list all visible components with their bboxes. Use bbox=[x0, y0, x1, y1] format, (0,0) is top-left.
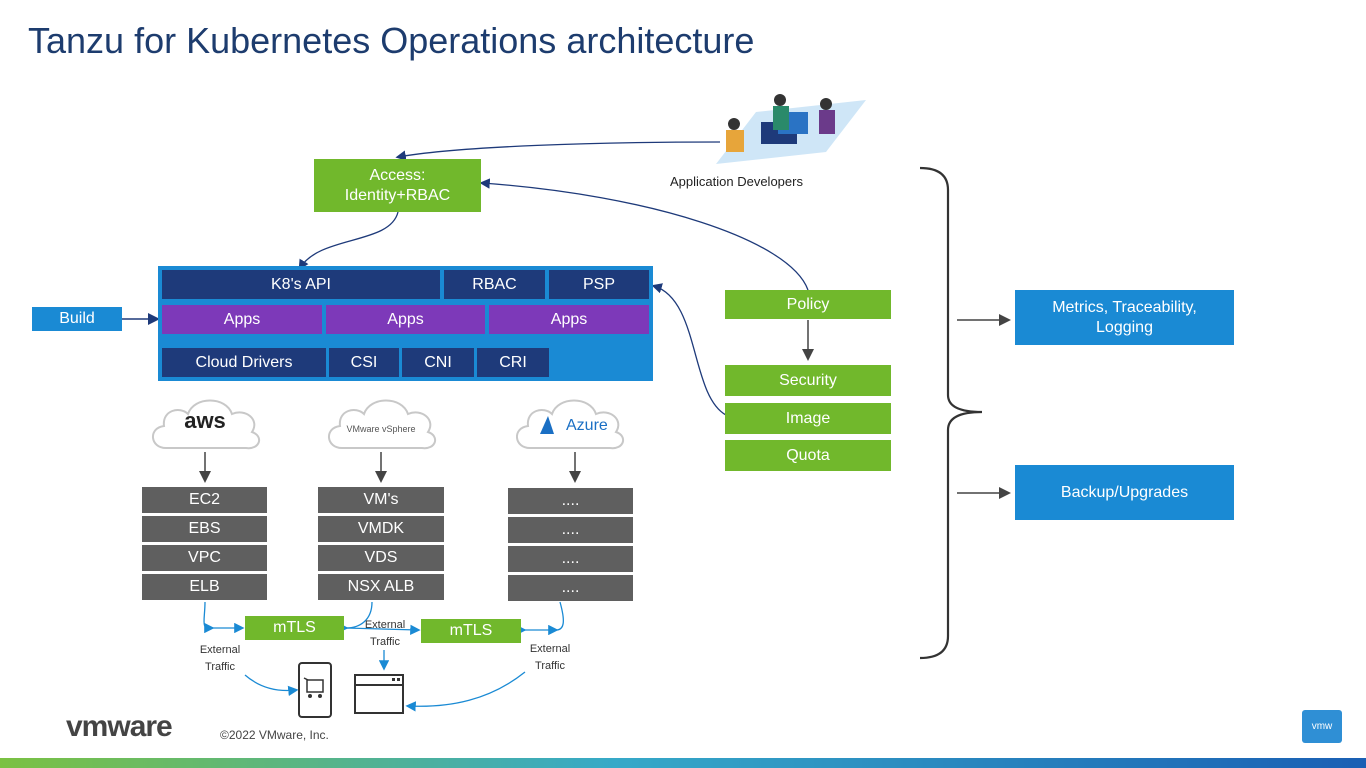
policy-to-access-arrow bbox=[479, 178, 809, 291]
access-line2: Identity+RBAC bbox=[344, 186, 451, 204]
aws-cloud-shape bbox=[152, 399, 261, 450]
apps-box-2: Apps bbox=[326, 305, 485, 334]
azure-resource-1: .... bbox=[508, 488, 633, 514]
access-to-k8s-arrow bbox=[298, 211, 399, 271]
image-to-psp-arrow bbox=[651, 283, 727, 416]
external-traffic-label-left: External Traffic bbox=[199, 644, 241, 673]
aws-logo-text: aws bbox=[184, 408, 226, 433]
access-line1: Access: bbox=[369, 166, 426, 184]
external-traffic-label-right: External Traffic bbox=[529, 643, 571, 672]
aws-vpc: VPC bbox=[142, 545, 267, 571]
policy-box: Policy bbox=[725, 290, 891, 319]
azure-resource-2: .... bbox=[508, 517, 633, 543]
right-brace bbox=[919, 166, 983, 660]
vsphere-nsx-alb: NSX ALB bbox=[318, 574, 444, 600]
azure-cloud: Azure bbox=[510, 392, 628, 454]
k8s-api-box: K8's API bbox=[162, 270, 440, 299]
psp-box: PSP bbox=[549, 270, 649, 299]
apps-box-3: Apps bbox=[489, 305, 649, 334]
cri-box: CRI bbox=[477, 348, 549, 377]
azure-logo-icon bbox=[540, 416, 554, 434]
vsphere-cloud: VMware vSphere bbox=[322, 392, 440, 454]
developers-illustration bbox=[716, 82, 866, 168]
metrics-traceability-logging-box: Metrics, Traceability, Logging bbox=[1015, 290, 1234, 345]
vsphere-cloud-shape bbox=[328, 399, 437, 450]
vsphere-vds: VDS bbox=[318, 545, 444, 571]
azure-logo-text: Azure bbox=[566, 417, 608, 434]
copyright-text: ©2022 VMware, Inc. bbox=[220, 728, 329, 742]
developers-to-access-arrow bbox=[395, 141, 721, 161]
azure-cloud-shape bbox=[516, 399, 625, 450]
metrics-line2: Logging bbox=[1096, 318, 1153, 336]
shopping-cart-icon bbox=[303, 677, 324, 698]
aws-ebs: EBS bbox=[142, 516, 267, 542]
metrics-line1: Metrics, Traceability, bbox=[1052, 298, 1197, 316]
build-box: Build bbox=[32, 307, 122, 331]
access-identity-rbac-box: Access: Identity+RBAC bbox=[314, 159, 481, 212]
external-traffic-label-middle: External Traffic bbox=[364, 619, 406, 648]
aws-elb: ELB bbox=[142, 574, 267, 600]
page-title: Tanzu for Kubernetes Operations architec… bbox=[28, 20, 755, 61]
cni-box: CNI bbox=[402, 348, 474, 377]
mtls-box-2: mTLS bbox=[421, 619, 521, 643]
azure-resource-3: .... bbox=[508, 546, 633, 572]
aws-cloud: aws bbox=[146, 392, 264, 454]
vsphere-logo-text: VMware vSphere bbox=[346, 424, 416, 434]
vmw-badge: vmw bbox=[1302, 710, 1342, 743]
vmware-logo: vmware bbox=[66, 710, 173, 743]
image-box: Image bbox=[725, 403, 891, 434]
backup-upgrades-box: Backup/Upgrades bbox=[1015, 465, 1234, 520]
browser-window-icon bbox=[354, 674, 404, 714]
azure-resource-4: .... bbox=[508, 575, 633, 601]
apps-box-1: Apps bbox=[162, 305, 322, 334]
mobile-phone-icon bbox=[298, 662, 332, 718]
aws-ec2: EC2 bbox=[142, 487, 267, 513]
rbac-box: RBAC bbox=[444, 270, 545, 299]
vsphere-vms: VM's bbox=[318, 487, 444, 513]
mtls-box-1: mTLS bbox=[245, 616, 344, 640]
application-developers-label: Application Developers bbox=[670, 174, 803, 189]
security-box: Security bbox=[725, 365, 891, 396]
cloud-drivers-box: Cloud Drivers bbox=[162, 348, 326, 377]
vsphere-vmdk: VMDK bbox=[318, 516, 444, 542]
traffic-to-browser-right-arrow bbox=[405, 671, 526, 712]
bottom-gradient-bar bbox=[0, 758, 1366, 768]
traffic-to-phone-arrow bbox=[244, 674, 299, 697]
quota-box: Quota bbox=[725, 440, 891, 471]
csi-box: CSI bbox=[329, 348, 399, 377]
